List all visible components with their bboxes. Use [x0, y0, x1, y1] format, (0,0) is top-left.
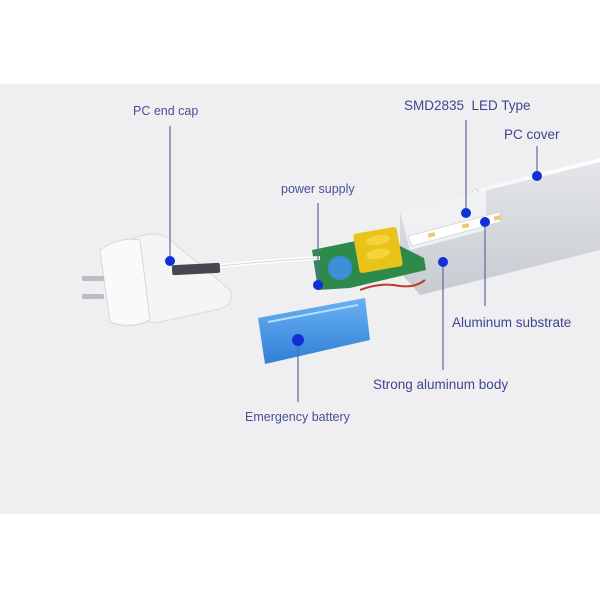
aluminum-body-part — [400, 162, 600, 295]
label-aluminum-substrate: Aluminum substrate — [452, 315, 572, 330]
emergency-battery-part — [258, 298, 370, 364]
label-emergency-battery: Emergency battery — [245, 410, 350, 424]
pc-end-cap-part — [82, 233, 232, 326]
label-pc-end-cap: PC end cap — [133, 104, 199, 118]
label-strong-aluminum-body: Strong aluminum body — [373, 377, 509, 392]
label-power-supply: power supply — [281, 182, 355, 196]
label-pc-cover: PC cover — [504, 127, 560, 142]
label-smd-led-type: SMD2835 LED Type — [404, 98, 531, 113]
led-strip — [407, 211, 502, 247]
marker-dots — [165, 171, 542, 346]
power-supply-board — [312, 226, 426, 291]
